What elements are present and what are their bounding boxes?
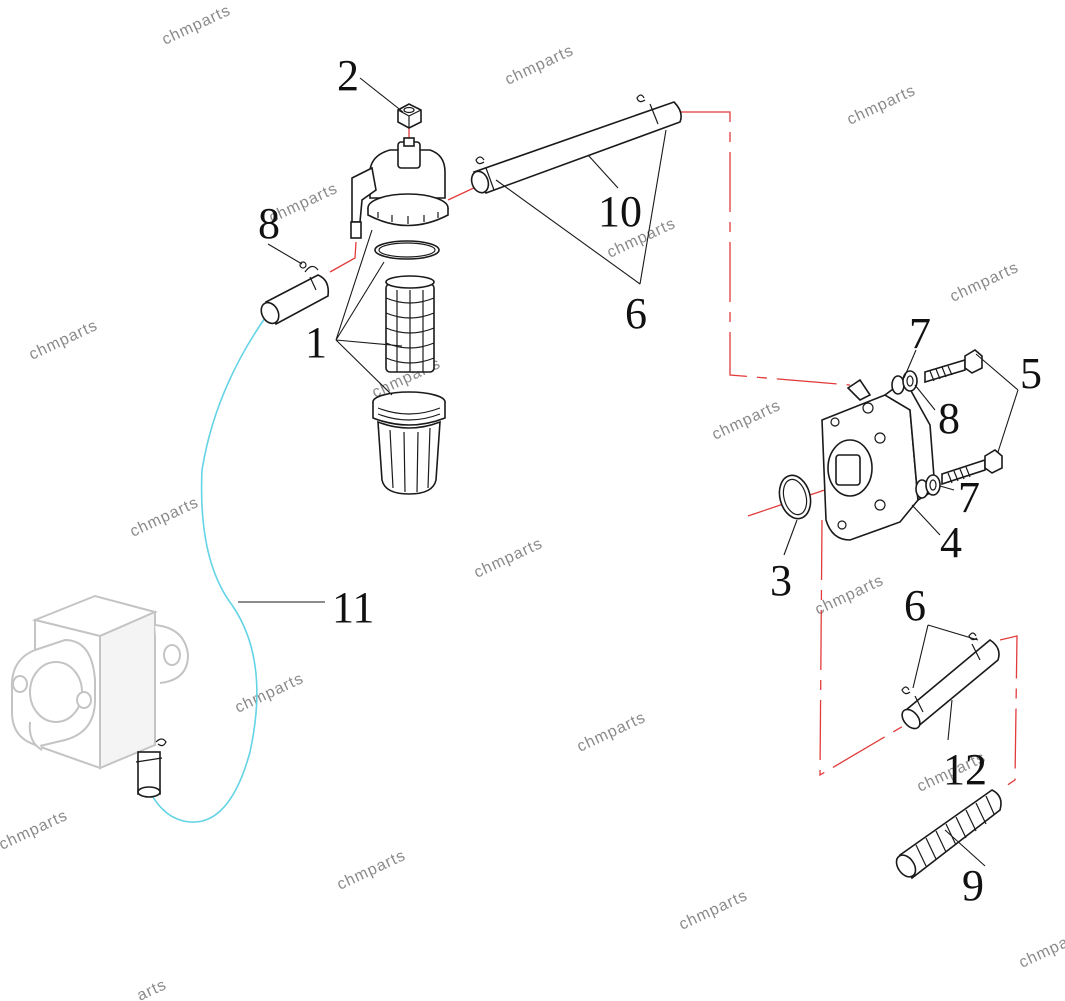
fuel-line-red: [329, 241, 357, 273]
part-strainer-9: [895, 789, 1002, 880]
fuel-flow-lines: [149, 111, 1018, 823]
part-washer-7-lower: [915, 474, 941, 499]
part-hose-connector-8: [260, 261, 330, 326]
watermark-partial: arts: [135, 976, 170, 1001]
watermark: chmparts: [128, 494, 202, 541]
part-fuel-pipe-12: [901, 632, 1000, 730]
part-fuel-filter-1: [350, 137, 449, 495]
fuel-line-red-dashed: [819, 519, 906, 777]
watermark: chmparts: [813, 572, 887, 619]
watermark: chmparts: [1017, 925, 1065, 972]
part-fuel-pipe-10: [470, 94, 682, 194]
watermark: chmparts: [503, 42, 577, 89]
callout-10: 10: [598, 187, 642, 236]
watermark: chmparts: [472, 535, 546, 582]
part-lift-pump-4: [821, 378, 936, 541]
part-inlet-fitting: [135, 738, 167, 798]
leader-lines: [238, 77, 1019, 867]
watermark: chmparts: [710, 397, 784, 444]
watermark: chmparts: [233, 670, 307, 717]
part-nut-2: [397, 103, 422, 129]
watermark: chmparts: [677, 887, 751, 934]
fuel-line-red-dashed: [999, 635, 1018, 791]
callout-9: 9: [962, 861, 984, 910]
part-washer-7-upper: [891, 370, 918, 395]
callout-8-left: 8: [258, 199, 280, 248]
watermark: chmparts: [948, 259, 1022, 306]
watermark: chmparts: [0, 807, 71, 854]
fuel-line-red-dashed: [680, 111, 851, 386]
callout-11: 11: [332, 583, 374, 632]
callout-6-lower: 6: [904, 581, 926, 630]
callout-12: 12: [943, 745, 987, 794]
callout-1: 1: [305, 318, 327, 367]
fuel-line-red: [447, 185, 479, 201]
callout-3: 3: [770, 556, 792, 605]
callout-4: 4: [940, 518, 962, 567]
callout-5: 5: [1020, 349, 1042, 398]
callout-2: 2: [337, 51, 359, 100]
pump-housing-ghost: [10, 594, 190, 770]
callouts: 1 2 3 4 5 6 6 7 7 8 8 9 10 11 12: [258, 51, 1042, 910]
callout-7-upper: 7: [909, 309, 931, 358]
watermark: chmparts: [160, 2, 234, 49]
watermark: chmparts: [845, 82, 919, 129]
callout-8-right: 8: [938, 394, 960, 443]
watermark: chmparts: [335, 847, 409, 894]
part-gasket-3: [778, 474, 812, 520]
part-bolt-5-upper: [924, 349, 983, 384]
callout-6-upper: 6: [625, 289, 647, 338]
callout-7-lower: 7: [958, 473, 980, 522]
watermark: chmparts: [575, 709, 649, 756]
watermark: chmparts: [27, 317, 101, 364]
part-bolt-5-lower: [941, 449, 1003, 486]
fuel-hose-11: [149, 317, 266, 823]
